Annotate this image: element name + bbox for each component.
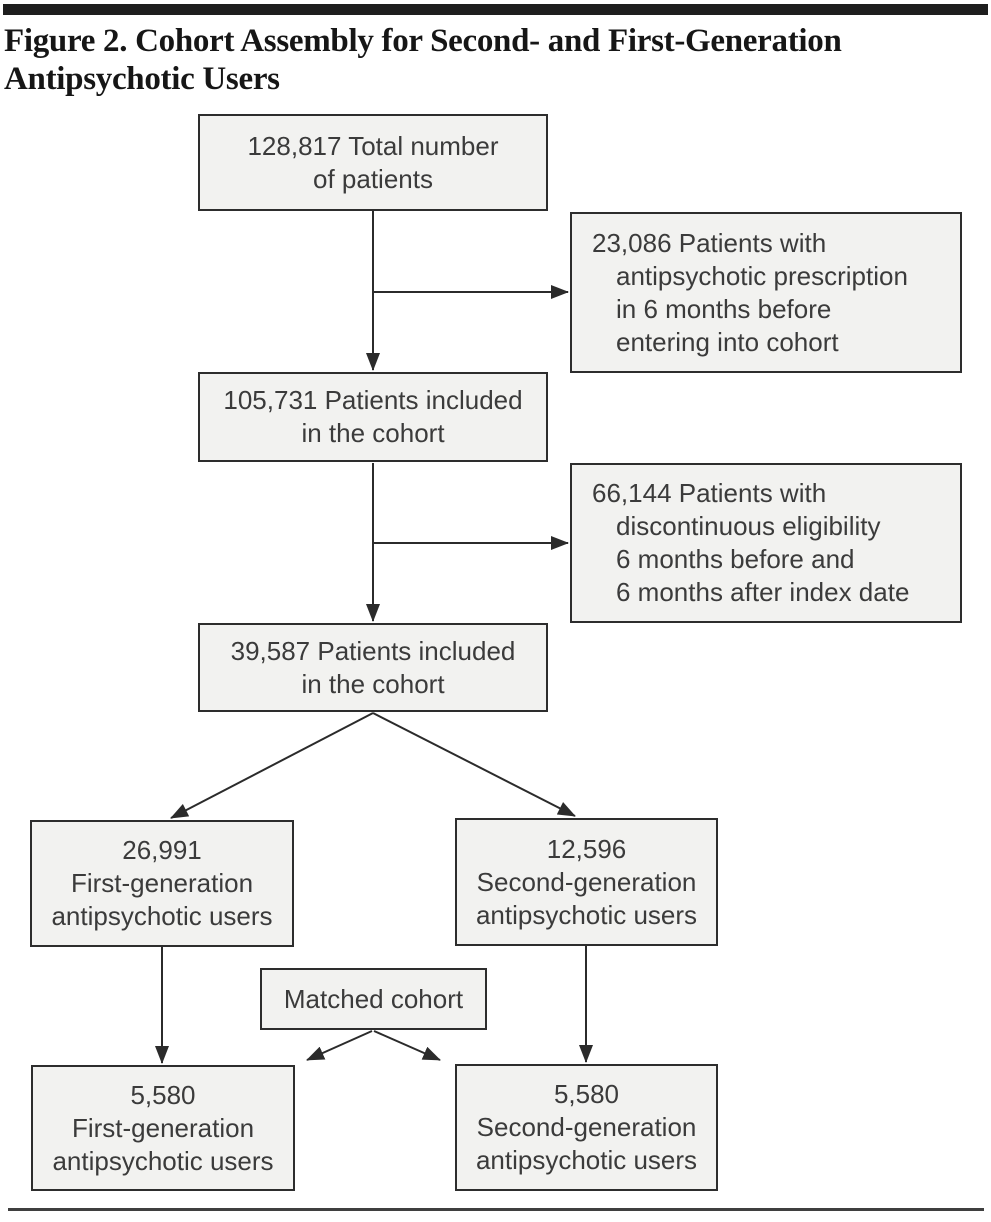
node-matched-first-generation-users: 5,580 First-generation antipsychotic use… xyxy=(31,1065,295,1191)
arrow-matched-to-fga-matched xyxy=(306,1030,373,1061)
top-divider-bar xyxy=(3,4,988,15)
node-excluded-discontinuous-eligibility-line-3: 6 months before and xyxy=(616,544,855,574)
arrow-cohort2-to-fga xyxy=(170,712,374,819)
node-cohort-105731-line-1: 105,731 Patients included xyxy=(223,385,523,415)
figure-title-line-2: Antipsychotic Users xyxy=(4,61,280,97)
node-cohort-39587-line-1: 39,587 Patients included xyxy=(230,635,516,666)
node-excluded-prior-prescription: 23,086 Patients with antipsychotic presc… xyxy=(570,212,962,373)
node-excluded-discontinuous-eligibility-line-4: 6 months after index date xyxy=(616,577,910,607)
node-cohort-39587-line-2: in the cohort xyxy=(301,668,445,699)
node-excluded-prior-prescription-line-2: antipsychotic prescription xyxy=(616,260,908,291)
node-total-patients-line-2: of patients xyxy=(313,163,433,194)
node-cohort-105731-line-2: in the cohort xyxy=(301,418,445,448)
node-excluded-prior-prescription-line-3: in 6 months before xyxy=(616,293,832,324)
node-first-generation-users: 26,991 First-generation antipsychotic us… xyxy=(30,820,294,947)
node-excluded-discontinuous-eligibility: 66,144 Patients with discontinuous eligi… xyxy=(570,463,962,623)
arrow-matched-to-sga-matched xyxy=(373,1030,441,1061)
node-excluded-prior-prescription-line-1: 23,086 Patients with xyxy=(592,227,827,258)
node-first-generation-users-line-3: antipsychotic users xyxy=(51,901,273,931)
node-second-generation-users-line-3: antipsychotic users xyxy=(475,899,698,930)
node-excluded-discontinuous-eligibility-line-2: discontinuous eligibility xyxy=(616,511,881,541)
node-matched-second-generation-users-line-1: 5,580 xyxy=(553,1079,620,1109)
node-matched-second-generation-users-line-3: antipsychotic users xyxy=(475,1145,698,1175)
node-matched-first-generation-users-line-2: First-generation xyxy=(71,1112,255,1143)
node-matched-second-generation-users: 5,580 Second-generation antipsychotic us… xyxy=(455,1064,718,1191)
node-first-generation-users-line-2: First-generation xyxy=(70,868,254,898)
node-total-patients: 128,817 Total number of patients xyxy=(198,114,548,211)
node-second-generation-users: 12,596 Second-generation antipsychotic u… xyxy=(455,818,718,946)
figure-title: Figure 2. Cohort Assembly for Second- an… xyxy=(4,22,984,98)
node-matched-second-generation-users-line-2: Second-generation xyxy=(476,1112,697,1142)
node-cohort-39587: 39,587 Patients included in the cohort xyxy=(198,623,548,712)
node-second-generation-users-line-2: Second-generation xyxy=(476,866,697,897)
node-matched-first-generation-users-line-1: 5,580 xyxy=(130,1079,196,1110)
node-cohort-105731: 105,731 Patients included in the cohort xyxy=(198,372,548,462)
node-matched-cohort: Matched cohort xyxy=(260,968,487,1030)
arrow-cohort2-to-sga xyxy=(372,712,576,817)
node-second-generation-users-line-1: 12,596 xyxy=(546,833,627,864)
figure-title-line-1: Figure 2. Cohort Assembly for Second- an… xyxy=(4,23,842,59)
node-excluded-prior-prescription-line-4: entering into cohort xyxy=(616,326,839,357)
node-first-generation-users-line-1: 26,991 xyxy=(122,835,202,865)
bottom-divider-rule xyxy=(8,1208,984,1211)
node-total-patients-line-1: 128,817 Total number xyxy=(247,130,499,161)
node-matched-first-generation-users-line-3: antipsychotic users xyxy=(52,1145,274,1176)
node-matched-cohort-label: Matched cohort xyxy=(283,983,464,1014)
node-excluded-discontinuous-eligibility-line-1: 66,144 Patients with xyxy=(592,478,827,508)
